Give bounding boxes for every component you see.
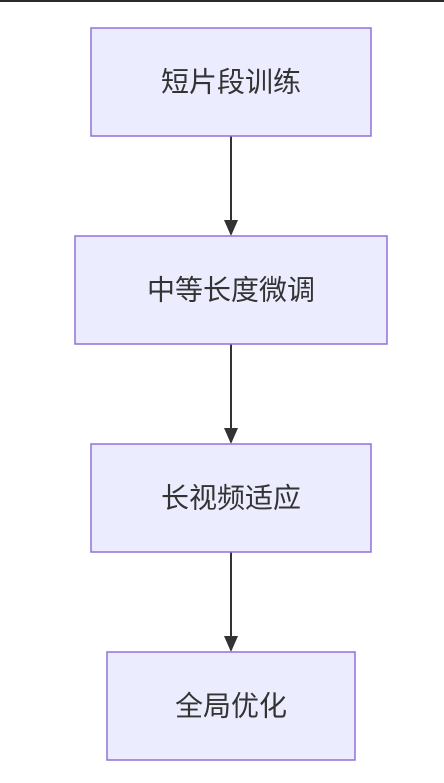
- node-label: 长视频适应: [161, 482, 301, 515]
- node-medium-length-finetune[interactable]: 中等长度微调: [74, 235, 388, 345]
- node-label: 全局优化: [175, 690, 287, 723]
- arrowhead-icon: [224, 220, 238, 236]
- node-label: 短片段训练: [161, 66, 301, 99]
- top-border-line: [0, 0, 444, 2]
- edge-n2-n3: [224, 344, 238, 444]
- node-long-video-adaptation[interactable]: 长视频适应: [90, 443, 372, 553]
- arrowhead-icon: [224, 636, 238, 652]
- edge-n1-n2: [224, 136, 238, 236]
- node-label: 中等长度微调: [147, 274, 315, 307]
- edge-n3-n4: [224, 552, 238, 652]
- node-global-optimization[interactable]: 全局优化: [106, 651, 356, 761]
- node-short-segment-training[interactable]: 短片段训练: [90, 27, 372, 137]
- arrowhead-icon: [224, 428, 238, 444]
